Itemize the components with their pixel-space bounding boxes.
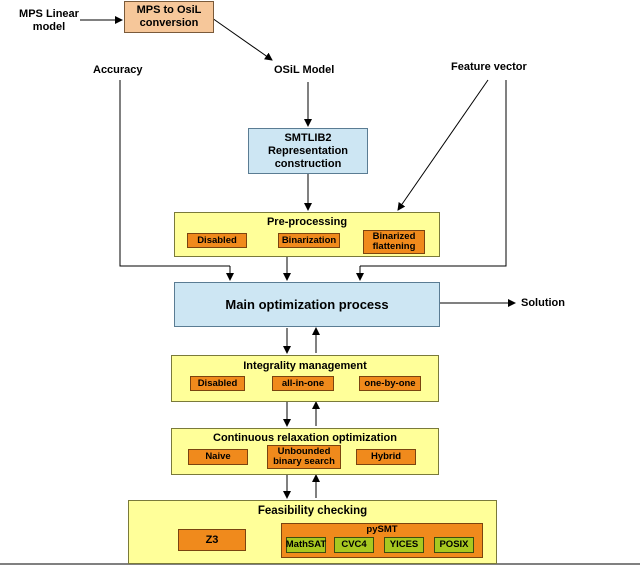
preprocessing-title: Pre-processing [266, 216, 348, 228]
integrality-title: Integrality management [243, 360, 367, 372]
pysmt-group: pySMT MathSAT CVC4 YICES POSIX [281, 523, 483, 558]
integrality-option-all-in-one: all-in-one [272, 376, 334, 391]
relaxation-title: Continuous relaxation optimization [213, 432, 397, 444]
arrow-conversion-to-osil [211, 17, 273, 61]
preprocessing-option-binarized-flattening: Binarized flattening [363, 230, 425, 254]
continuous-relaxation-panel: Continuous relaxation optimization Naive… [171, 428, 439, 475]
osil-model-label: OSiL Model [274, 64, 335, 76]
pysmt-title: pySMT [366, 524, 398, 535]
relaxation-option-unbounded-binary-search: Unbounded binary search [267, 445, 341, 469]
line-accuracy-route [119, 80, 230, 267]
feasibility-title: Feasibility checking [257, 505, 368, 517]
feature-vector-label: Feature vector [451, 61, 527, 73]
mps-linear-model-label: MPS Linear model [19, 8, 79, 33]
preprocessing-option-binarization: Binarization [278, 233, 340, 248]
integrality-management-panel: Integrality management Disabled all-in-o… [171, 355, 439, 402]
z3-solver: Z3 [178, 529, 246, 551]
mps-to-osil-conversion-box: MPS to OsiL conversion [124, 1, 214, 33]
line-feature-route [360, 80, 507, 267]
smtlib2-representation-box: SMTLIB2 Representation construction [248, 128, 368, 174]
preprocessing-option-disabled: Disabled [187, 233, 247, 248]
preprocessing-panel: Pre-processing Disabled Binarization Bin… [174, 212, 440, 257]
integrality-option-disabled: Disabled [190, 376, 245, 391]
solver-mathsat: MathSAT [286, 537, 326, 553]
integrality-option-one-by-one: one-by-one [359, 376, 421, 391]
solver-yices: YICES [384, 537, 424, 553]
accuracy-label: Accuracy [93, 64, 143, 76]
feasibility-checking-panel: Feasibility checking Z3 pySMT MathSAT CV… [128, 500, 497, 564]
solver-posix: POSIX [434, 537, 474, 553]
relaxation-option-hybrid: Hybrid [356, 449, 416, 465]
main-optimization-process-box: Main optimization process [174, 282, 440, 327]
arrow-feature-to-preprocessing [397, 79, 489, 211]
relaxation-option-naive: Naive [188, 449, 248, 465]
solver-cvc4: CVC4 [334, 537, 374, 553]
solution-label: Solution [521, 297, 565, 309]
